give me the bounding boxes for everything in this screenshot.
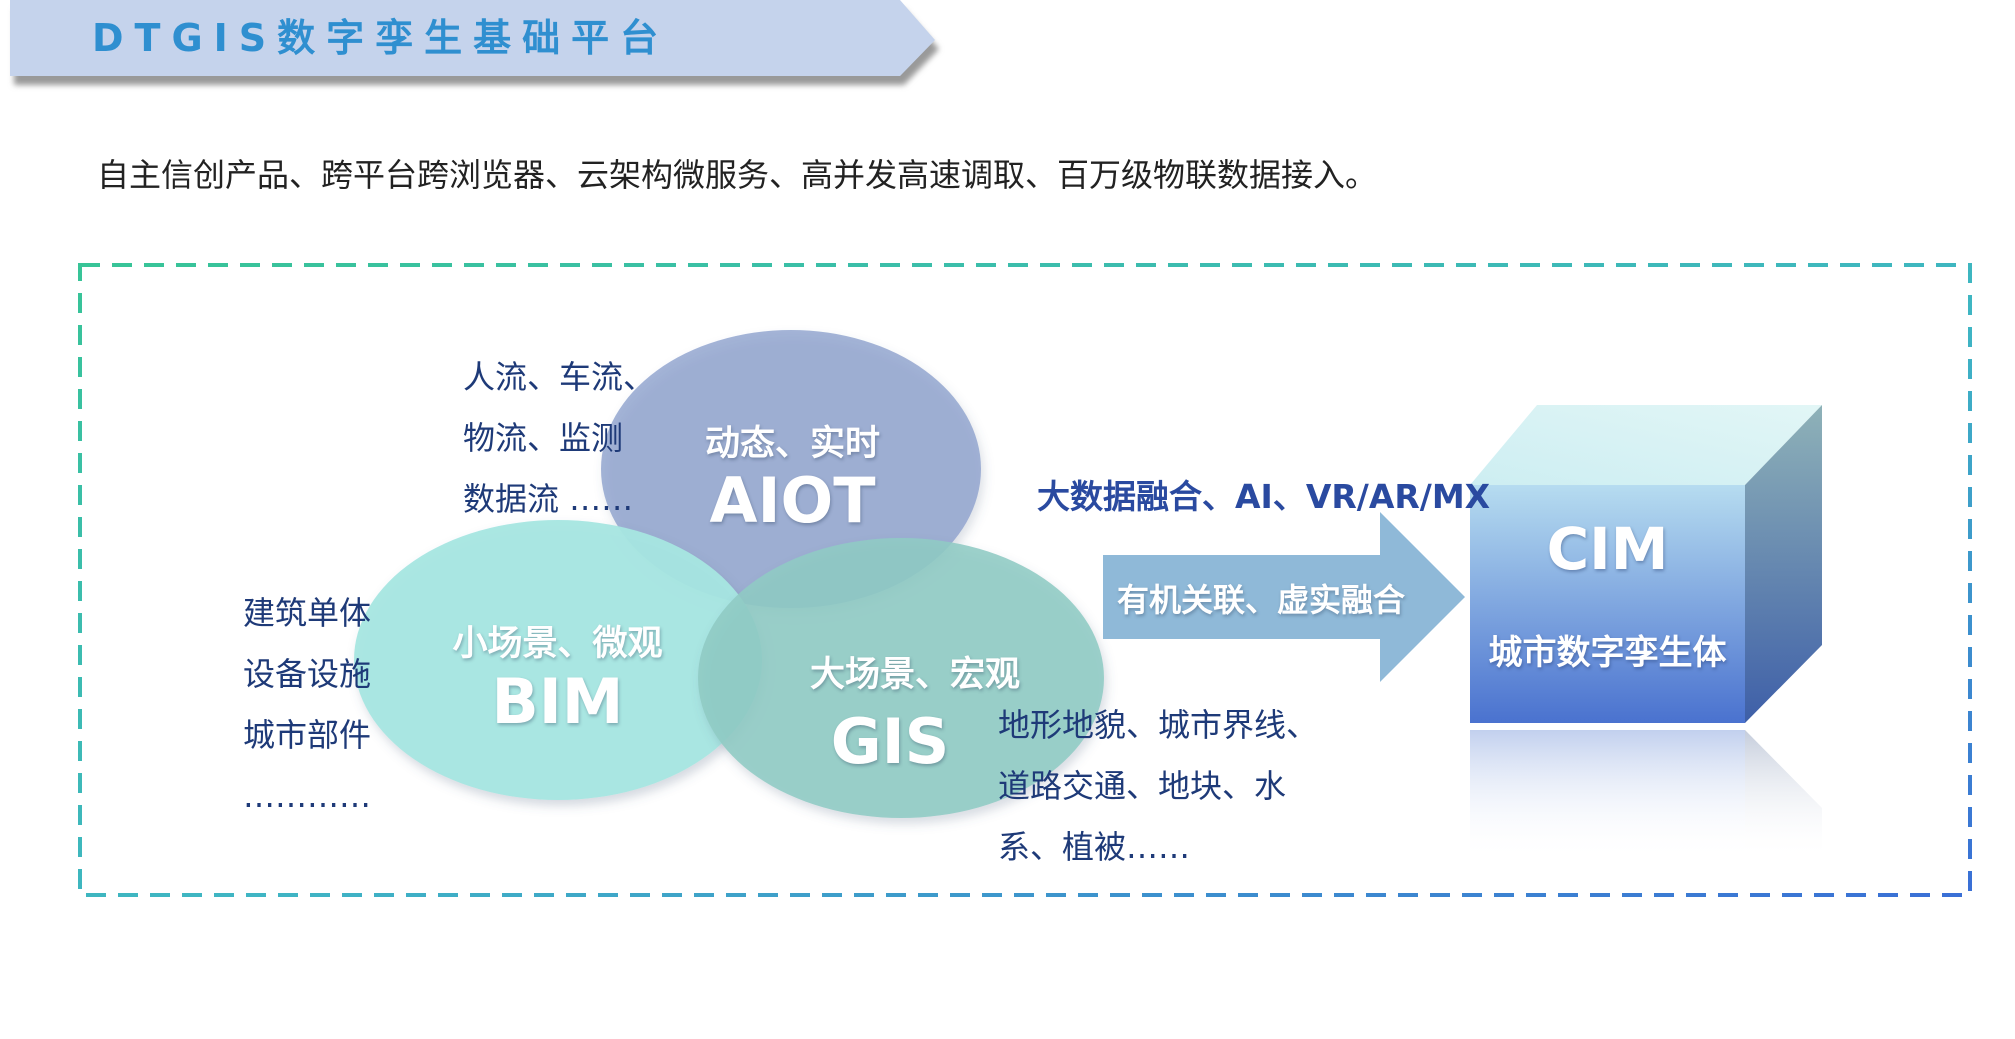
cube-reflection — [1470, 730, 1745, 860]
cim-label: CIM — [1546, 515, 1669, 583]
aiot-note-line: 物流、监测 — [463, 419, 624, 457]
cube-front — [1470, 485, 1745, 723]
bim-note-line: 城市部件 — [243, 716, 372, 754]
flow-arrow — [1103, 512, 1465, 682]
page-subtitle: 自主信创产品、跨平台跨浏览器、云架构微服务、高并发高速调取、百万级物联数据接入。 — [97, 156, 1378, 194]
gis-note-line: 道路交通、地块、水 — [998, 767, 1287, 805]
cube-top — [1470, 405, 1822, 485]
bim-notes: 建筑单体 设备设施 城市部件 ………… — [243, 583, 371, 827]
aiot-notes: 人流、车流、 物流、监测 数据流 …… — [463, 347, 655, 530]
aiot-label: AIOT — [709, 464, 876, 537]
arrow-label: 有机关联、虚实融合 — [1117, 581, 1406, 619]
bim-note-line: ………… — [243, 777, 371, 815]
cube-side — [1745, 405, 1822, 723]
gis-note-line: 系、植被…… — [998, 828, 1191, 866]
bim-ellipse — [354, 520, 762, 800]
aiot-caption: 动态、实时 — [704, 424, 880, 464]
gis-caption: 大场景、宏观 — [809, 655, 1020, 695]
cube-reflection-side — [1745, 730, 1822, 860]
title-banner — [10, 0, 935, 76]
gis-ellipse — [698, 538, 1104, 818]
bim-caption: 小场景、微观 — [452, 624, 663, 664]
bim-note-line: 建筑单体 — [243, 594, 372, 632]
cim-caption: 城市数字孪生体 — [1488, 633, 1727, 673]
aiot-note-line: 数据流 …… — [463, 480, 634, 518]
aiot-note-line: 人流、车流、 — [463, 358, 656, 396]
bim-note-line: 设备设施 — [243, 655, 372, 693]
fusion-label: 大数据融合、AI、VR/AR/MX — [1037, 477, 1491, 516]
gis-label: GIS — [830, 705, 950, 778]
page-title: DTGIS数字孪生基础平台 — [92, 16, 670, 60]
gis-notes: 地形地貌、城市界线、 道路交通、地块、水 系、植被…… — [998, 695, 1318, 878]
gis-note-line: 地形地貌、城市界线、 — [998, 706, 1319, 744]
bim-label: BIM — [491, 665, 624, 738]
diagram-frame — [78, 263, 1972, 897]
